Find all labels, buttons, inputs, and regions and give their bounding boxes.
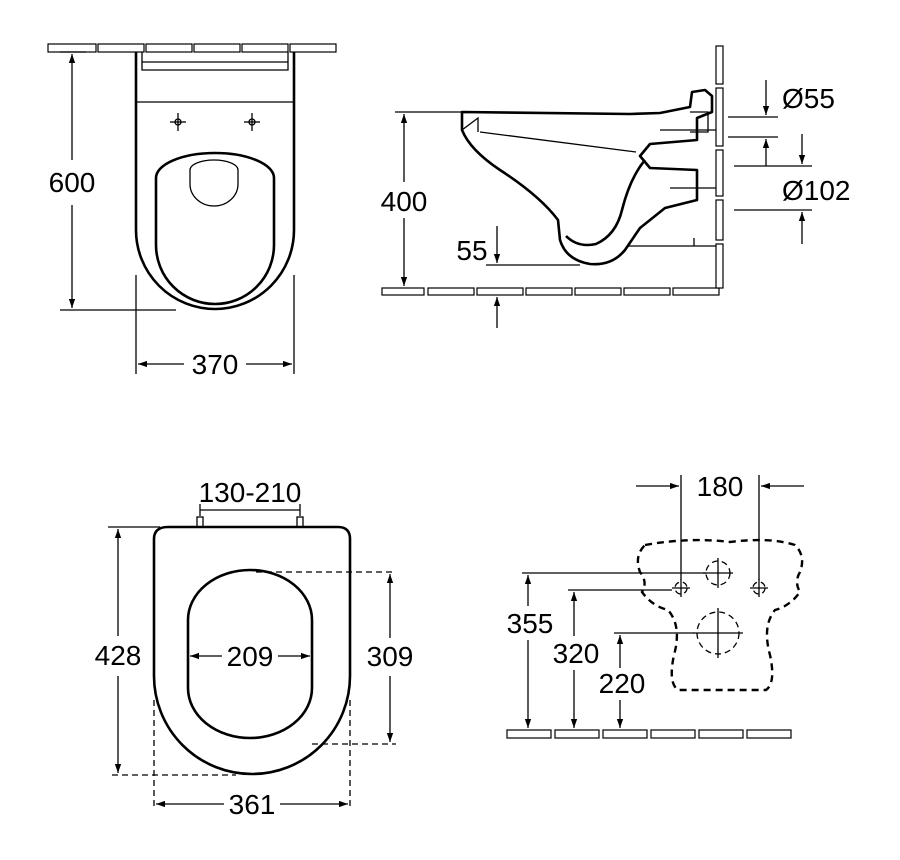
wall-mount-outline [636, 538, 804, 692]
seat-width-label: 361 [229, 789, 276, 820]
hinge-left [196, 516, 204, 528]
toilet-outline-top [134, 52, 296, 311]
fixing-point-right [244, 113, 260, 131]
bowl-rim-top [154, 151, 276, 306]
hinge-right [296, 516, 304, 528]
top-height-label: 600 [49, 167, 96, 198]
side-view-wall [715, 45, 724, 289]
wall-height-middle-label: 320 [553, 638, 600, 669]
top-view-wall [47, 43, 337, 53]
wall-height-top-label: 355 [507, 608, 554, 639]
side-height-label: 400 [381, 186, 428, 217]
bolt-spacing-label: 180 [697, 471, 744, 502]
inlet-diameter-label: Ø55 [782, 83, 835, 114]
inlet-hole [703, 558, 733, 588]
fixing-point-left [170, 113, 186, 131]
top-width-label: 370 [192, 349, 239, 380]
outlet-hole [693, 608, 743, 658]
toilet-outline-side [460, 88, 714, 266]
wall-mount-view: 180 355 320 220 [506, 471, 804, 739]
mount-hole-right [750, 579, 768, 597]
top-view: 600 370 [47, 43, 337, 380]
mount-hole-left [672, 579, 690, 597]
side-view: 400 55 Ø55 Ø102 [381, 45, 851, 328]
side-view-floor [381, 287, 720, 296]
opening-length-label: 309 [367, 641, 414, 672]
wall-height-bottom-label: 220 [599, 668, 646, 699]
opening-width-label: 209 [227, 641, 274, 672]
seat-view: 130-210 428 209 309 361 [95, 477, 414, 820]
seat-outline [152, 525, 352, 776]
floor-offset-label: 55 [456, 235, 487, 266]
outlet-diameter-label: Ø102 [782, 175, 851, 206]
seat-opening [186, 568, 314, 740]
seat-length-label: 428 [95, 640, 142, 671]
hinge-spacing-label: 130-210 [199, 477, 302, 508]
wall-mount-floor [506, 729, 792, 739]
